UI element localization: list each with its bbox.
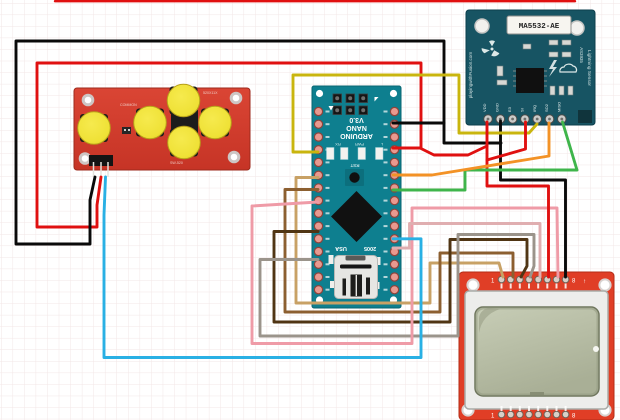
svg-text:GND: GND xyxy=(495,103,500,112)
svg-text:520X11X: 520X11X xyxy=(203,91,218,95)
svg-text:ARDUINO: ARDUINO xyxy=(340,132,373,139)
svg-text:8: 8 xyxy=(572,414,576,420)
svg-text:NANO: NANO xyxy=(346,124,367,131)
svg-text:V3.0: V3.0 xyxy=(349,116,364,123)
svg-text:AS3935: AS3935 xyxy=(579,47,584,63)
svg-text:USA: USA xyxy=(335,245,347,251)
svg-text:RX: RX xyxy=(335,142,341,147)
svg-text:playingwithFusion.com: playingwithFusion.com xyxy=(468,52,473,99)
svg-text:MA5532-AE: MA5532-AE xyxy=(519,23,560,31)
svg-text:E3: E3 xyxy=(507,106,512,112)
svg-text:RST: RST xyxy=(350,163,359,168)
svg-text:PWR: PWR xyxy=(355,142,364,147)
svg-text:COMMON: COMMON xyxy=(120,103,137,107)
svg-text:8: 8 xyxy=(572,279,576,285)
svg-text:SI: SI xyxy=(520,108,525,112)
svg-text:SO2: SO2 xyxy=(544,103,549,112)
svg-text:1: 1 xyxy=(491,414,495,420)
svg-text:Lightning Sensor: Lightning Sensor xyxy=(586,50,592,86)
svg-text:2005: 2005 xyxy=(364,245,376,251)
svg-text:L: L xyxy=(380,142,383,147)
svg-text:1: 1 xyxy=(491,279,495,285)
svg-text:VDD: VDD xyxy=(482,103,487,112)
svg-text:MISO: MISO xyxy=(557,102,562,112)
svg-text:↑: ↑ xyxy=(583,279,586,285)
svg-text:SW-520: SW-520 xyxy=(170,161,183,165)
svg-text:IRQ: IRQ xyxy=(532,105,537,112)
